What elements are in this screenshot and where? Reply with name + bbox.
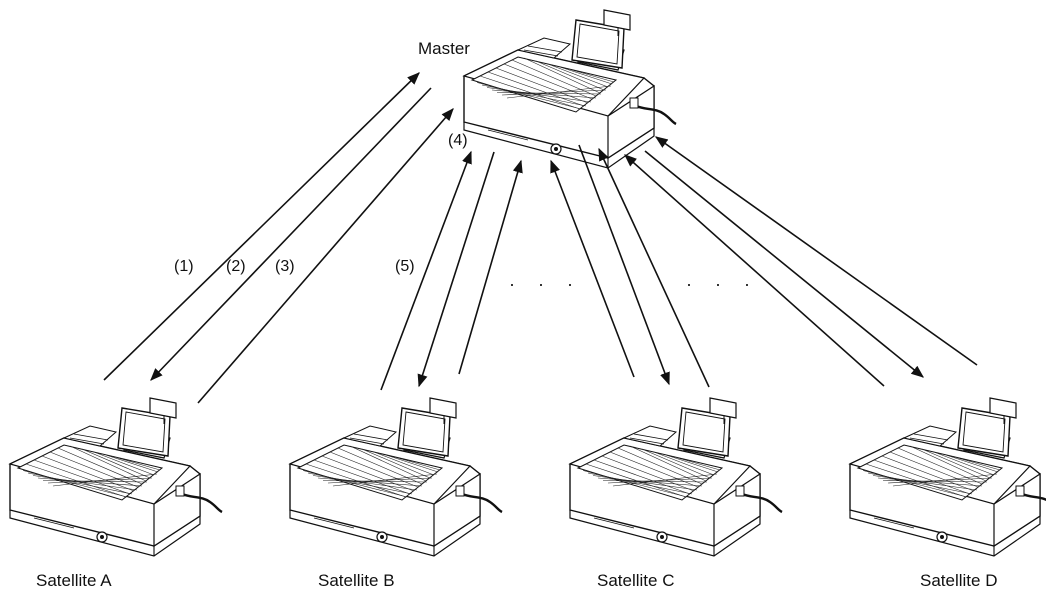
arrow-master-to-d — [644, 150, 924, 378]
arrow-d-to-master-1 — [624, 154, 885, 387]
satellite-a-label: Satellite A — [36, 571, 112, 590]
satellite-c-label: Satellite C — [597, 571, 674, 590]
satellite-d-terminal-icon — [848, 396, 1046, 558]
step-label-3: (3) — [275, 258, 295, 275]
arrow-master-to-b — [417, 151, 495, 388]
arrow-master-to-a-2 — [150, 87, 432, 381]
satellite-d-label: Satellite D — [920, 571, 997, 590]
arrow-c-to-master-1 — [550, 159, 635, 378]
master-label: Master — [418, 39, 470, 58]
arrow-a-to-master-1 — [103, 72, 420, 381]
arrow-b-to-master-2 — [458, 159, 523, 375]
step-label-4: (4) — [448, 132, 468, 149]
step-label-5: (5) — [395, 258, 415, 275]
arrow-b-to-master-up — [380, 150, 472, 391]
arrow-a-to-master-3 — [197, 108, 454, 404]
satellite-a-terminal-icon — [8, 396, 224, 558]
arrow-c-to-master-2 — [598, 147, 710, 388]
arrow-d-to-master-2 — [654, 136, 978, 366]
step-label-1: (1) — [174, 258, 194, 275]
master-terminal-icon — [462, 8, 678, 170]
arrow-master-to-c — [578, 144, 670, 386]
step-label-2: (2) — [226, 258, 246, 275]
ellipsis-right: · · · — [686, 274, 759, 294]
satellite-c-terminal-icon — [568, 396, 784, 558]
satellite-b-terminal-icon — [288, 396, 504, 558]
satellite-b-label: Satellite B — [318, 571, 395, 590]
ellipsis-left: · · · — [509, 274, 582, 294]
